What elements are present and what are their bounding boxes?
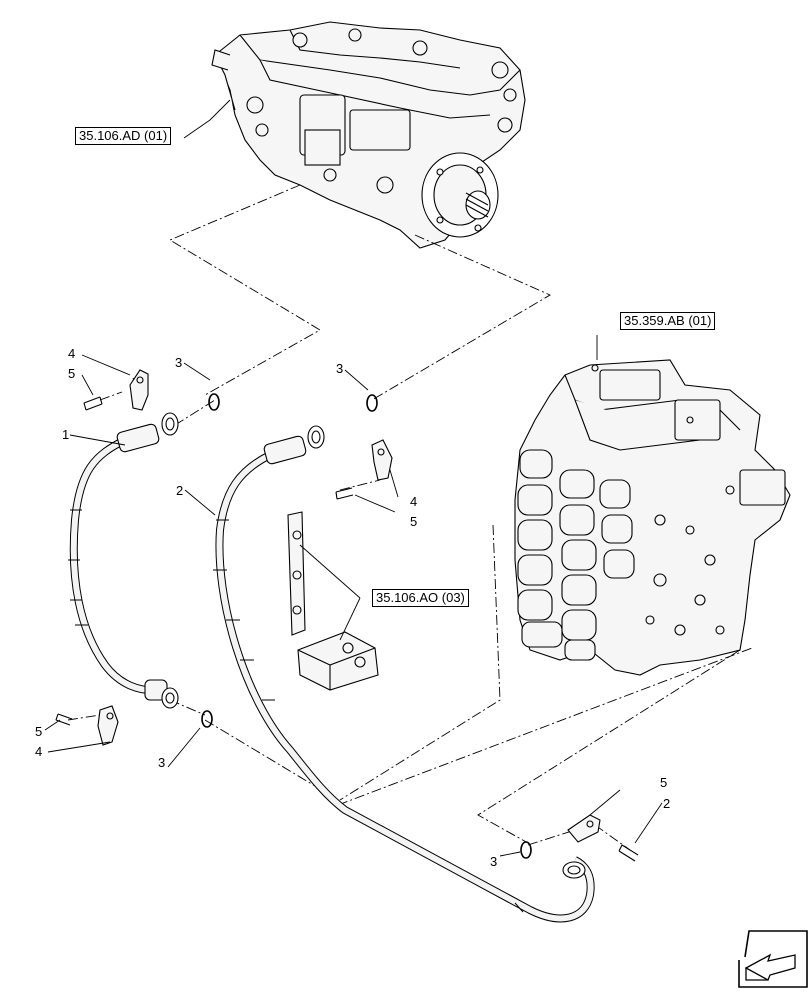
- callout-3-right: 3: [490, 854, 498, 869]
- split-flange-kit: [287, 511, 379, 691]
- callout-5-bot: 5: [35, 724, 43, 739]
- hose-2: [213, 425, 595, 923]
- o-rings: [201, 393, 532, 859]
- callout-5-top: 5: [68, 366, 76, 381]
- callout-2-right: 2: [663, 796, 671, 811]
- callout-3-left: 3: [175, 355, 183, 370]
- callout-4-mid: 4: [410, 494, 418, 509]
- callout-5-mid: 5: [410, 514, 418, 529]
- hose-1: [68, 412, 179, 709]
- callout-3-bot: 3: [158, 755, 166, 770]
- ref-kit-box: 35.106.AO (03): [372, 589, 469, 607]
- control-valve: [514, 359, 791, 676]
- arrow-nav-icon[interactable]: [738, 930, 808, 988]
- leader-lines: [44, 99, 663, 857]
- connection-lines: [67, 184, 753, 851]
- callout-4-top: 4: [68, 346, 76, 361]
- hydraulic-pump: [211, 21, 526, 249]
- callout-3-mid: 3: [336, 361, 344, 376]
- ref-pump-box: 35.106.AD (01): [75, 127, 172, 145]
- ref-valve-box: 35.359.AB (01): [620, 312, 716, 330]
- flange-clamps: [55, 369, 639, 862]
- callout-5-right: 5: [660, 775, 668, 790]
- callout-2-hose: 2: [176, 483, 184, 498]
- callout-1: 1: [62, 427, 70, 442]
- callout-4-bot: 4: [35, 744, 43, 759]
